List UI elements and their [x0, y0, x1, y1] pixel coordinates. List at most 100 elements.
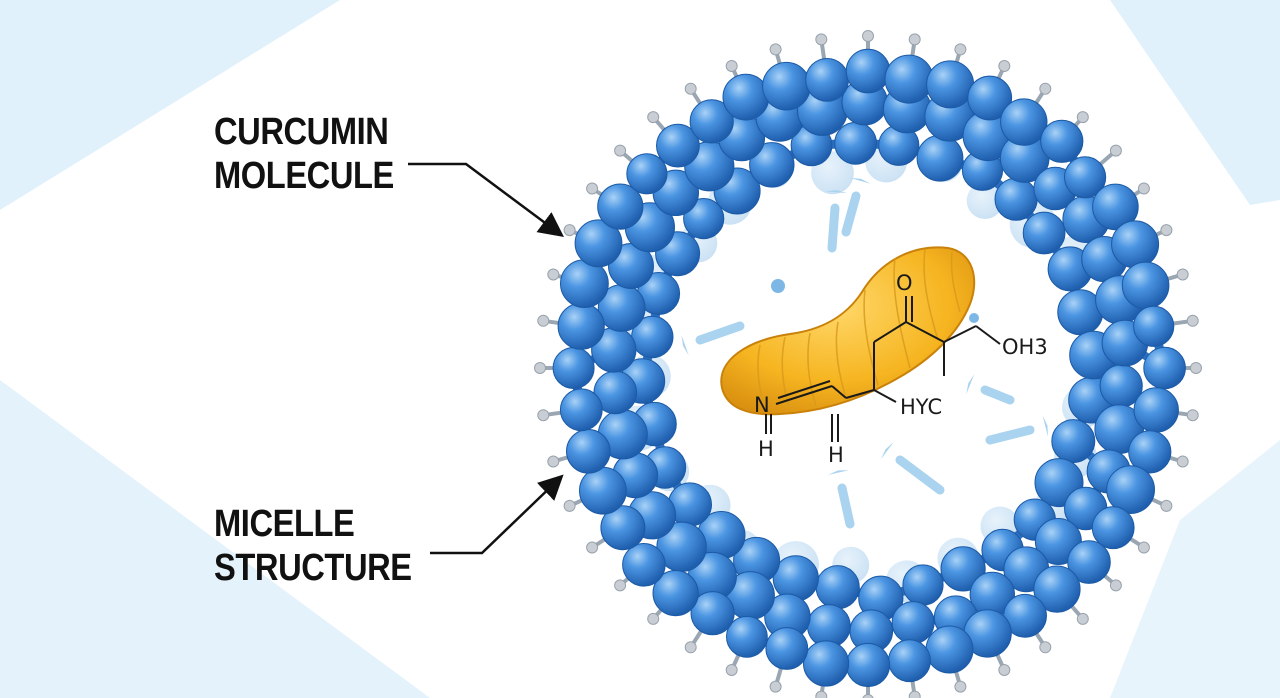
micelle-sphere [1064, 156, 1107, 199]
hydrogen-atom [614, 144, 627, 157]
curcumin-label-line2: MOLECULE [214, 155, 394, 197]
micelle-callout-label: MICELLE STRUCTURE [214, 502, 412, 590]
flow-arrow-shaft [985, 425, 1035, 445]
micelle-sphere [1133, 387, 1179, 433]
hydrogen-atom [1176, 455, 1189, 468]
hydrogen-atom [1190, 362, 1202, 374]
micelle-sphere [1133, 305, 1175, 347]
hydrogen-atom [684, 641, 697, 654]
hydrogen-atom [684, 82, 697, 95]
flow-arrow-head [880, 441, 894, 460]
micelle-sphere [1091, 506, 1135, 550]
hydrogen-atom [815, 33, 828, 46]
micelle-label-line2: STRUCTURE [214, 547, 412, 589]
micelle-label-line1: MICELLE [214, 503, 355, 545]
hydrogen-atom [1186, 314, 1199, 327]
flow-arrow-shaft [827, 203, 840, 253]
free-particle [969, 313, 979, 323]
micelle-sphere [574, 219, 623, 268]
bg-triangle-top-right [1110, 0, 1280, 205]
flow-arrow-shaft [895, 455, 945, 495]
hydrogen-atom [998, 60, 1011, 72]
micelle-sphere [597, 183, 644, 230]
hydrogen-atom [1076, 612, 1089, 625]
hydrogen-atom [547, 268, 560, 281]
micelle-sphere [902, 564, 944, 606]
hydrogen-atom [1160, 224, 1173, 237]
flow-arrow-shaft [837, 483, 855, 529]
micelle-sphere [834, 121, 877, 165]
flow-arrow-head [825, 190, 847, 194]
hydrogen-atom [547, 455, 560, 468]
hydrogen-atom [1076, 111, 1089, 124]
hydrogen-atom [614, 579, 627, 592]
flow-arrow-head [966, 374, 975, 395]
micelle-sphere [940, 546, 986, 592]
micelle-sphere [1051, 419, 1096, 464]
micelle-sphere [552, 347, 595, 389]
micelle-sphere [626, 153, 668, 195]
micelle-sphere [1000, 98, 1048, 146]
faint-sphere [966, 182, 1004, 219]
micelle-sphere [1143, 346, 1186, 390]
micelle-sphere [622, 543, 666, 587]
chemical-structure: O OH3 HYC N H H [754, 271, 1048, 467]
micelle-sphere [815, 565, 860, 610]
hydrogen-atom [1039, 641, 1052, 654]
micelle-sphere [845, 48, 891, 94]
hydrogen-atom [537, 409, 550, 422]
curcumin-core [720, 246, 976, 416]
hydrogen-atom [1176, 268, 1189, 281]
free-particle [771, 279, 785, 293]
label-nitrogen: N [754, 393, 770, 417]
flow-arrows [681, 177, 1048, 529]
hydrogen-atom [769, 43, 782, 56]
callout-arrows [408, 162, 565, 555]
micelle-sphere [1121, 261, 1170, 310]
micelle-sphere [891, 601, 935, 645]
micelle-sphere [1067, 540, 1111, 584]
micelle-sphere [803, 640, 850, 687]
micelle-sphere [916, 134, 964, 182]
label-oxygen: O [896, 271, 913, 295]
bg-triangle-bottom-right [1110, 440, 1280, 698]
micelle-sphere [762, 61, 811, 111]
curcumin-pointer [408, 162, 565, 237]
micelle-sphere [722, 73, 770, 121]
micelle-sphere [926, 60, 975, 109]
curcumin-blob [720, 246, 976, 416]
micelle-sphere [579, 466, 627, 515]
micelle-ring [552, 48, 1186, 688]
micelle-sphere [1033, 565, 1081, 613]
label-h-left: H [758, 437, 774, 461]
micelle-sphere [689, 99, 734, 144]
flow-arrow-shaft [980, 385, 1015, 405]
micelle-sphere [600, 505, 646, 551]
bg-triangle-top-left [0, 0, 340, 210]
flow-arrow-head [1042, 415, 1048, 437]
micelle-sphere [690, 591, 735, 636]
hydrogen-atom [998, 664, 1011, 676]
hydrogen-atom [908, 690, 921, 698]
micelle-sphere [566, 429, 611, 474]
micelle-sphere [557, 302, 605, 350]
hydrogen-atom [1186, 409, 1199, 422]
micelle-sphere [1092, 183, 1139, 231]
micelle-sphere [656, 123, 700, 168]
curcumin-label-line1: CURCUMIN [214, 111, 389, 153]
bg-triangle-bottom-left [0, 380, 430, 698]
micelle-sphere [1040, 119, 1084, 163]
micelle-sphere [845, 642, 891, 688]
flow-arrow-shaft [695, 321, 745, 345]
micelle-sphere [1111, 220, 1160, 269]
micelle-sphere [559, 388, 603, 432]
flow-arrow-head [681, 335, 689, 356]
hydrogen-atom [1137, 541, 1150, 554]
flow-arrow-head [828, 470, 850, 475]
hydrogen-atom [954, 680, 967, 693]
hydrogen-atom [862, 30, 874, 42]
micelle-sphere [888, 639, 931, 683]
